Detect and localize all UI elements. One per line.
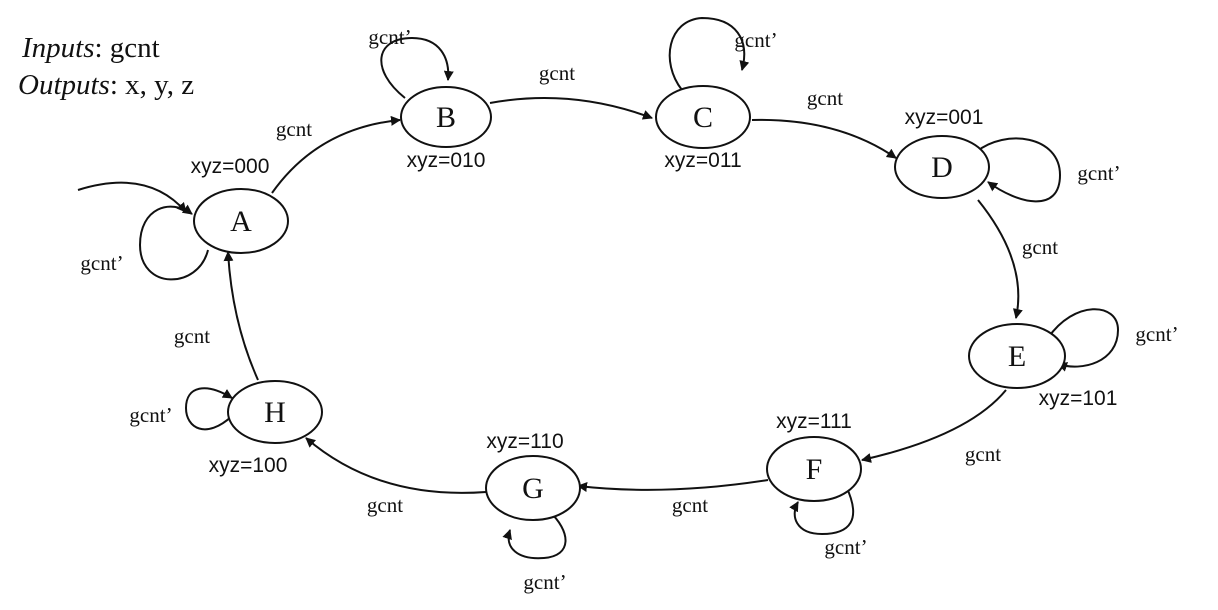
self-loop-label-h: gcnt’ xyxy=(129,403,172,427)
state-node-b-shape xyxy=(400,86,492,148)
self-loop-a xyxy=(138,204,209,281)
self-loop-g xyxy=(502,509,567,560)
output-label-h: xyz=100 xyxy=(209,454,288,477)
state-label-b: B xyxy=(436,101,456,134)
transition-label-f-g: gcnt xyxy=(672,493,708,517)
self-loop-label-a: gcnt’ xyxy=(80,251,123,275)
self-loop-label-e: gcnt’ xyxy=(1135,322,1178,346)
transition-edge-e-f xyxy=(861,389,1007,463)
state-label-f: F xyxy=(806,453,823,486)
output-label-g: xyz=110 xyxy=(486,430,563,453)
inputs-legend: Inputs: gcnt xyxy=(21,32,160,64)
state-node-h-shape xyxy=(227,380,323,444)
state-label-e: E xyxy=(1008,340,1026,373)
state-node-e-shape xyxy=(968,323,1066,389)
self-loop-b xyxy=(380,36,454,99)
outputs-legend: Outputs: x, y, z xyxy=(18,69,194,101)
state-node-a-shape xyxy=(193,188,289,254)
self-loop-c xyxy=(668,16,750,91)
self-loop-label-g: gcnt’ xyxy=(523,570,566,594)
transition-edge-h-a xyxy=(223,251,259,381)
state-node-a: A xyxy=(193,188,289,254)
state-label-d: D xyxy=(931,151,953,184)
state-node-d: D xyxy=(894,135,990,199)
self-loop-f xyxy=(789,485,855,536)
transition-edge-d-e xyxy=(977,199,1023,319)
transition-edge-f-g xyxy=(577,479,769,492)
output-label-e: xyz=101 xyxy=(1039,387,1118,410)
transition-label-b-c: gcnt xyxy=(539,61,575,85)
state-node-h: H xyxy=(227,380,323,444)
initial-state-arrow xyxy=(77,181,187,213)
output-label-f: xyz=111 xyxy=(776,410,852,433)
state-node-e: E xyxy=(968,323,1066,389)
output-label-b: xyz=010 xyxy=(407,149,486,172)
outputs-legend-key: Outputs xyxy=(18,69,110,101)
self-loop-h xyxy=(184,387,233,431)
inputs-legend-value: : gcnt xyxy=(95,32,160,64)
state-node-b: B xyxy=(400,86,492,148)
outputs-legend-value: : x, y, z xyxy=(110,69,194,101)
transition-edge-b-c xyxy=(489,97,653,120)
self-loop-label-c: gcnt’ xyxy=(734,28,777,52)
transition-label-a-b: gcnt xyxy=(276,117,312,141)
transition-label-c-d: gcnt xyxy=(807,86,843,110)
state-label-h: H xyxy=(264,396,286,429)
state-label-c: C xyxy=(693,101,713,134)
self-loop-d xyxy=(975,137,1062,203)
self-loop-label-f: gcnt’ xyxy=(824,535,867,559)
self-loop-label-d: gcnt’ xyxy=(1077,161,1120,185)
transition-label-e-f: gcnt xyxy=(965,442,1001,466)
state-node-f-shape xyxy=(766,436,862,502)
state-node-g: G xyxy=(485,455,581,521)
inputs-legend-key: Inputs xyxy=(21,32,95,64)
state-node-d-shape xyxy=(894,135,990,199)
transition-edge-c-d xyxy=(751,118,897,159)
transition-edge-g-h xyxy=(305,437,487,494)
state-node-g-shape xyxy=(485,455,581,521)
transition-edge-a-b xyxy=(271,115,401,194)
self-loop-label-b: gcnt’ xyxy=(368,25,411,49)
state-node-c: C xyxy=(655,85,751,149)
state-node-c-shape xyxy=(655,85,751,149)
state-label-a: A xyxy=(230,205,252,238)
self-loop-e xyxy=(1047,308,1120,372)
output-label-d: xyz=001 xyxy=(905,106,984,129)
transition-label-h-a: gcnt xyxy=(174,324,210,348)
transition-label-d-e: gcnt xyxy=(1022,235,1058,259)
state-label-g: G xyxy=(522,472,544,505)
output-label-a: xyz=000 xyxy=(191,155,270,178)
transition-label-g-h: gcnt xyxy=(367,493,403,517)
output-label-c: xyz=011 xyxy=(664,149,741,172)
state-node-f: F xyxy=(766,436,862,502)
